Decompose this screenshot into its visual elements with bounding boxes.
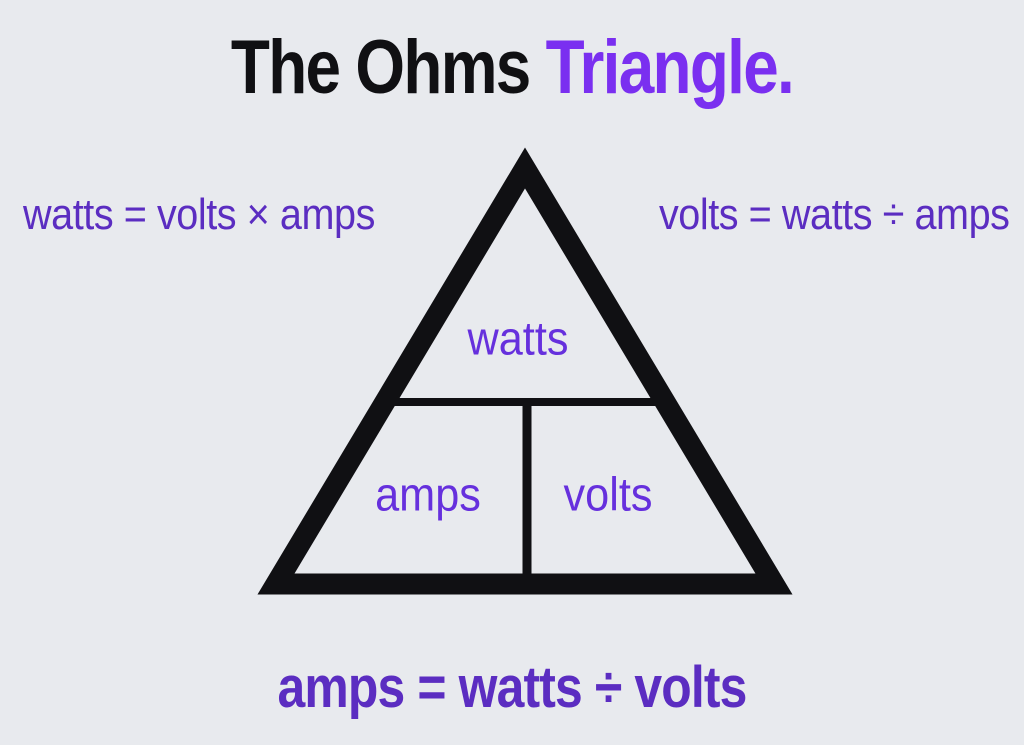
formula-amps-equals: amps = watts ÷ volts [277, 655, 748, 720]
triangle-label-volts: volts [563, 467, 653, 521]
triangle-label-amps: amps [375, 467, 481, 521]
title-main: The Ohms [230, 25, 546, 110]
formula-volts-equals: volts = watts ÷ amps [659, 190, 1010, 239]
title-accent: Triangle. [545, 25, 795, 110]
formula-watts-equals: watts = volts × amps [23, 190, 375, 239]
triangle-label-watts: watts [467, 311, 569, 365]
page-title: The Ohms Triangle. [231, 30, 795, 106]
